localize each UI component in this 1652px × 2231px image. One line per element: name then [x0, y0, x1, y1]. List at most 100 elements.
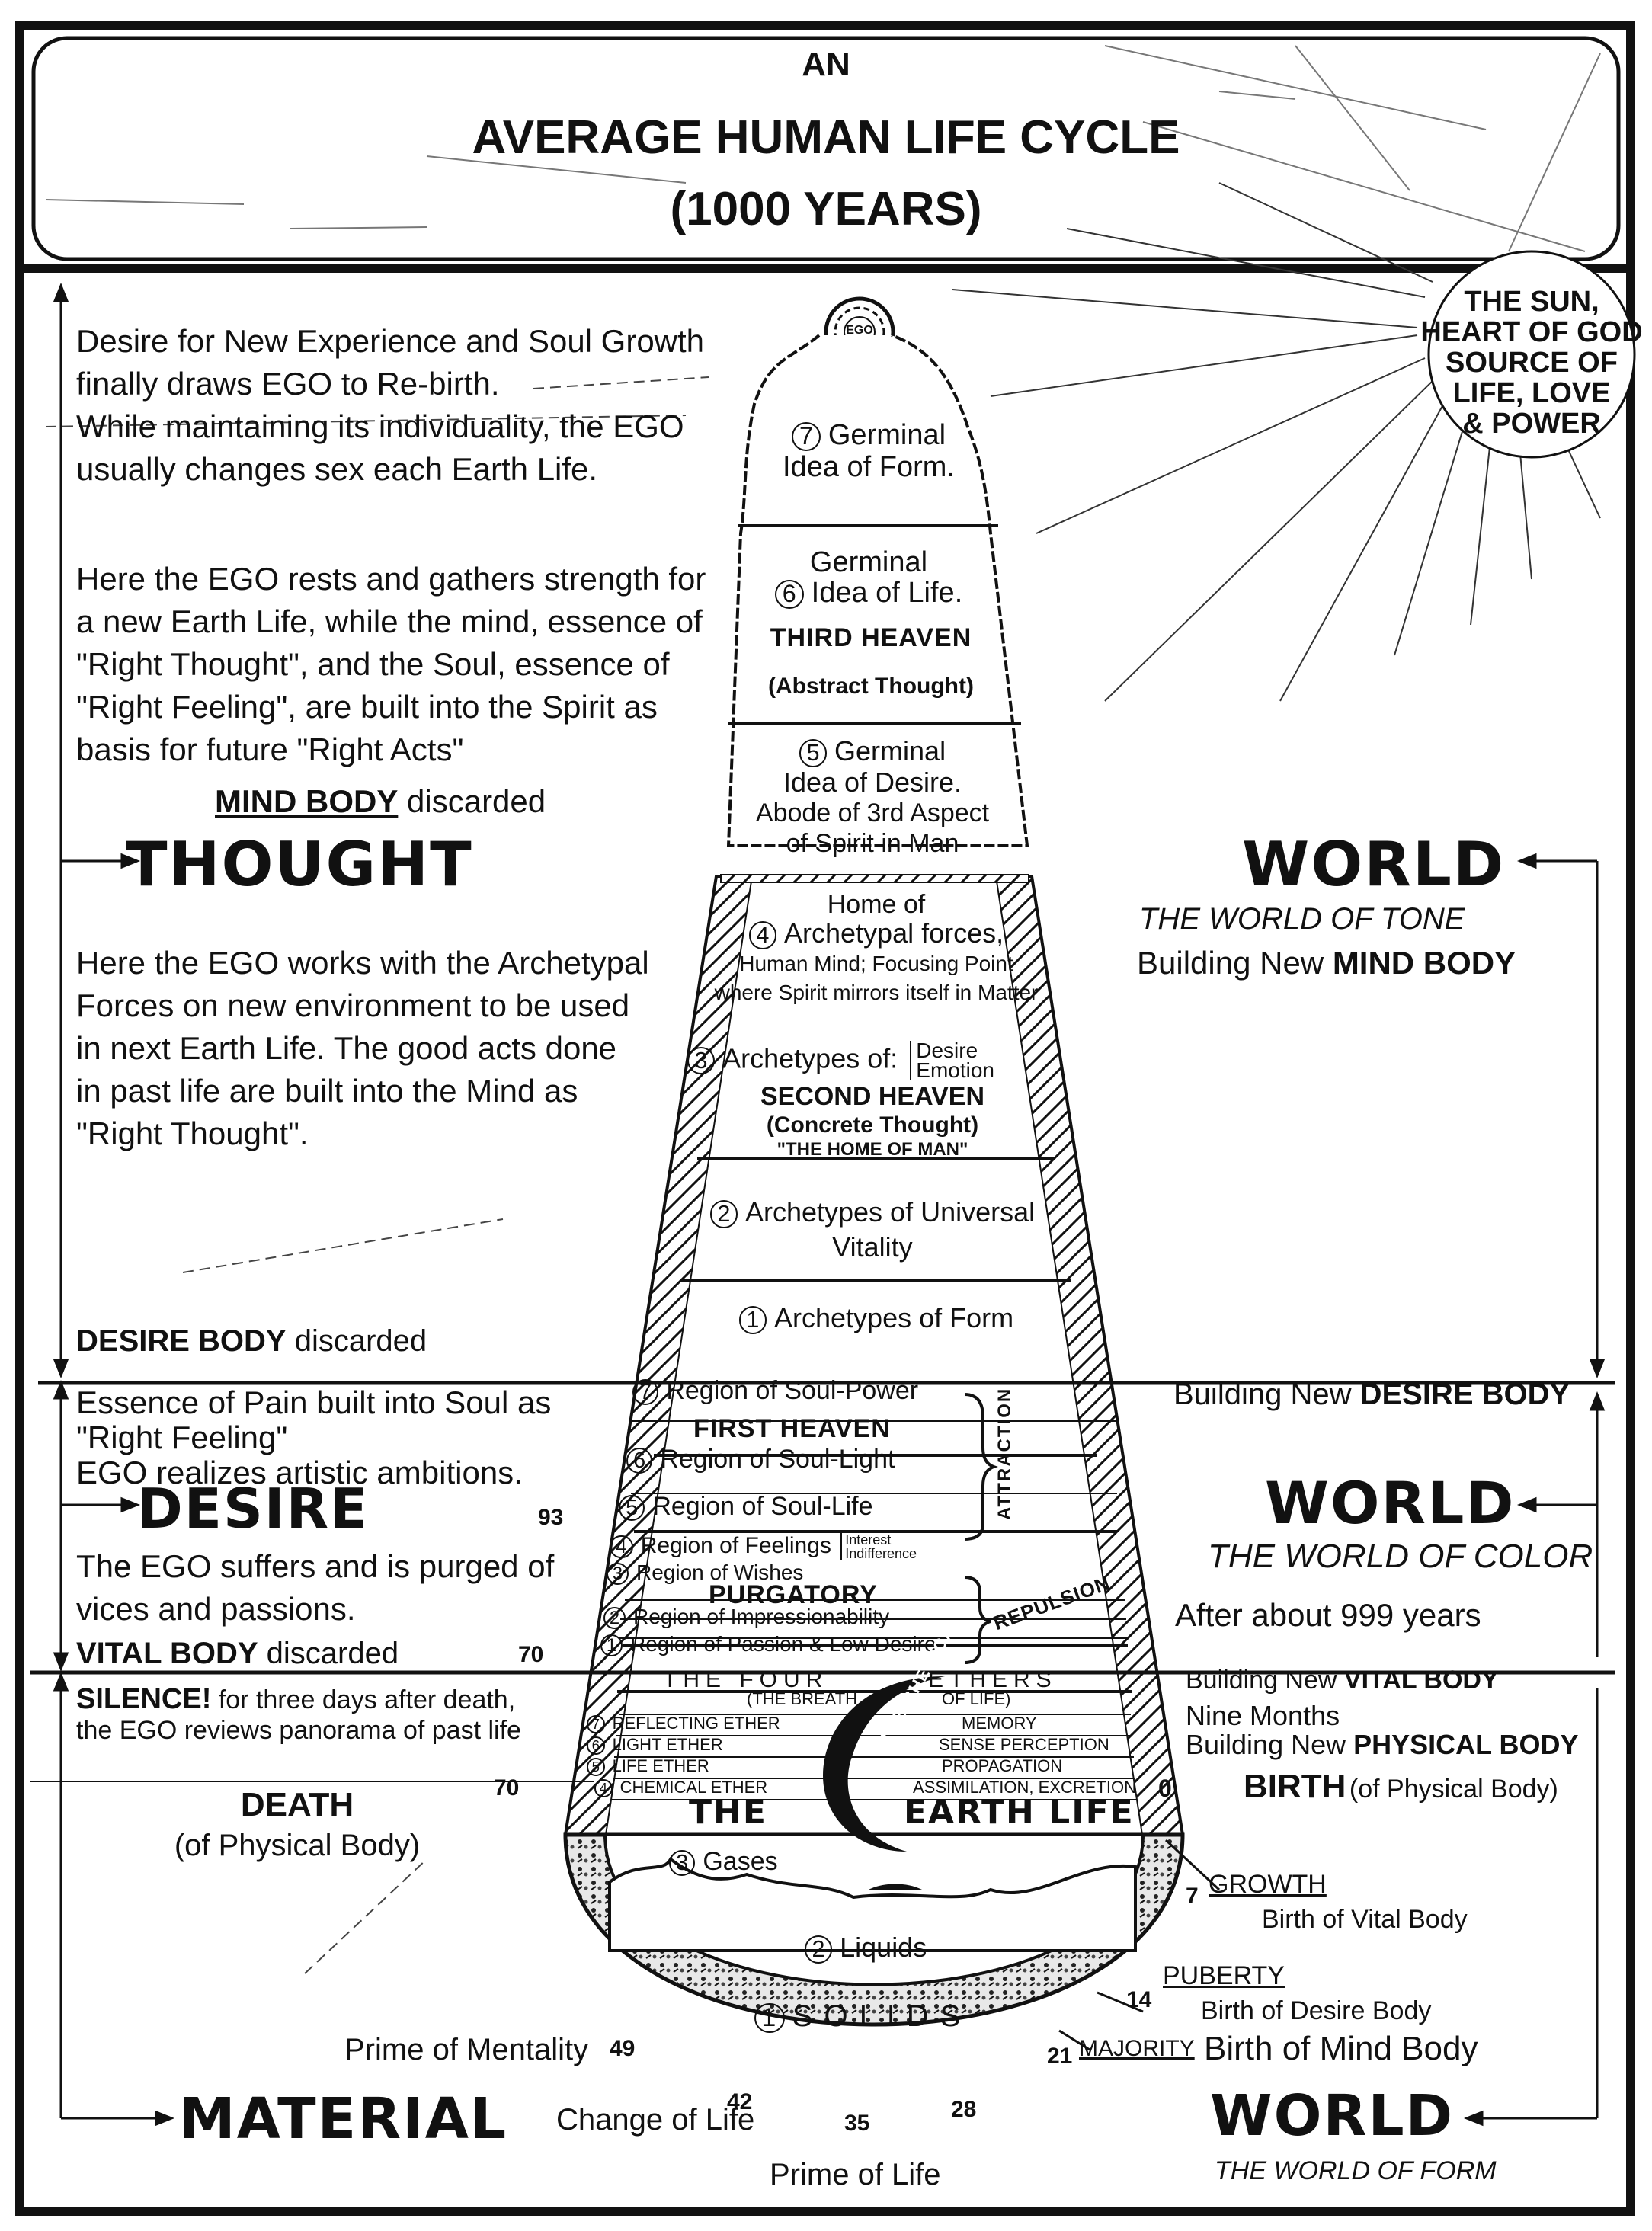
- text-line: Essence of Pain built into Soul as: [76, 1384, 552, 1420]
- title-line-1: AN: [802, 46, 850, 83]
- region-label: Region of Wishes: [636, 1560, 804, 1584]
- region-label: Region of Soul-Life: [652, 1492, 873, 1521]
- text-line: Forces on new environment to be used: [76, 987, 630, 1023]
- ethers-sub-right: OF LIFE): [942, 1689, 1011, 1708]
- change-of-life: Change of Life: [556, 2103, 755, 2137]
- region-label: Archetypal forces,: [784, 917, 1004, 949]
- element-number: 3: [669, 1849, 696, 1877]
- puberty-label: PUBERTY: [1163, 1961, 1285, 1990]
- region-number: 7: [791, 422, 821, 451]
- archetype-desire: Desire: [916, 1039, 978, 1062]
- age-70-death: 70: [494, 1775, 520, 1800]
- region-label: Home of: [827, 890, 926, 919]
- mind-body-label: MIND BODY: [1332, 945, 1516, 981]
- sun-icon: [952, 182, 1636, 702]
- death-sub: (of Physical Body): [174, 1829, 421, 1862]
- age-0: 0: [1158, 1775, 1172, 1802]
- region-label: Idea of Life.: [811, 577, 963, 609]
- world-dividers: [30, 1381, 1615, 1675]
- title-line-2: AVERAGE HUMAN LIFE CYCLE: [472, 111, 1180, 164]
- text-line: Here the EGO rests and gathers strength …: [76, 561, 706, 597]
- sub-band-lines: [611, 1420, 1137, 1800]
- building-vital-body: Building New VITAL BODY: [1186, 1666, 1499, 1695]
- feelings-indifference: Indifference: [845, 1546, 917, 1562]
- age-21: 21: [1047, 2044, 1073, 2069]
- world-of-tone: THE WORLD OF TONE: [1139, 902, 1465, 936]
- prime-of-life: Prime of Life: [770, 2158, 941, 2191]
- region-label: Region of Impressionability: [632, 1605, 890, 1628]
- mind-body-label: MIND BODY: [215, 783, 399, 819]
- region-number: 5: [619, 1494, 645, 1522]
- text-line: "Right Feeling", are built into the Spir…: [76, 689, 658, 725]
- text-line: in past life are built into the Mind as: [76, 1073, 578, 1109]
- title-underbar: [23, 264, 1628, 273]
- paragraph-rest: Here the EGO rests and gathers strength …: [76, 558, 706, 771]
- birth-sub: (of Physical Body): [1349, 1775, 1558, 1804]
- paragraph-suffers: The EGO suffers and is purged of vices a…: [76, 1545, 554, 1631]
- attraction-label: ATTRACTION: [994, 1387, 1015, 1520]
- after-999-years: After about 999 years: [1175, 1597, 1481, 1633]
- abstract-thought-label: (Abstract Thought): [768, 674, 974, 699]
- crescent-moon-icon: [823, 1676, 945, 1852]
- silence-line-2: the EGO reviews panorama of past life: [76, 1716, 521, 1745]
- ether-number: 7: [587, 1715, 605, 1733]
- region-label: Abode of 3rd Aspect: [755, 798, 990, 827]
- mind-body-discarded: MIND BODY discarded: [215, 783, 546, 819]
- desire-body-discarded: DESIRE BODY discarded: [76, 1324, 427, 1359]
- ether-label: REFLECTING ETHER: [612, 1714, 780, 1733]
- birth-mind-body: Birth of Mind Body: [1204, 2030, 1478, 2067]
- feelings-interest: Interest: [845, 1532, 892, 1548]
- element-label: Liquids: [840, 1932, 927, 1963]
- ether-7-right: MEMORY: [962, 1714, 1037, 1733]
- building-physical-body: Building New PHYSICAL BODY: [1186, 1729, 1579, 1760]
- age-7: 7: [1186, 1884, 1199, 1909]
- building-desire-body: Building New DESIRE BODY: [1173, 1378, 1570, 1412]
- element-number: 1: [754, 2002, 785, 2034]
- title-line-3: (1000 YEARS): [670, 183, 982, 235]
- silence-rest: for three days after death,: [218, 1685, 516, 1714]
- element-number: 2: [805, 1935, 833, 1964]
- ether-label: LIFE ETHER: [612, 1756, 709, 1775]
- vital-body-discarded: VITAL BODY discarded: [76, 1637, 399, 1671]
- region-number: 4: [610, 1535, 633, 1559]
- region-number: 1: [738, 1306, 767, 1334]
- ether-label: CHEMICAL ETHER: [620, 1778, 768, 1797]
- text-line: in next Earth Life. The good acts done: [76, 1030, 617, 1066]
- third-heaven-label: THIRD HEAVEN: [770, 623, 972, 652]
- age-ticks: [1058, 1839, 1221, 2051]
- world-of-color: THE WORLD OF COLOR: [1208, 1538, 1593, 1575]
- region-label: where Spirit mirrors itself in Matter: [714, 980, 1039, 1004]
- birth-vital-body: Birth of Vital Body: [1262, 1905, 1468, 1934]
- age-28: 28: [951, 2097, 977, 2122]
- vital-body-label: VITAL BODY: [1343, 1666, 1499, 1695]
- dashed-paths: [45, 376, 709, 1974]
- region-label: Region of Passion & Low Desire: [629, 1632, 936, 1656]
- ether-number: 6: [587, 1736, 605, 1755]
- text-line: While maintaining its individuality, the…: [76, 408, 684, 444]
- desire-body-label: DESIRE BODY: [76, 1324, 287, 1358]
- cone: [563, 334, 1185, 2027]
- element-label: S O L I D S: [792, 1999, 962, 2033]
- world-heading-thought: WORLD: [1242, 829, 1506, 900]
- region-number: 3: [607, 1563, 629, 1586]
- text-line: "Right Feeling": [76, 1420, 288, 1455]
- building-label: Building New: [1173, 1378, 1352, 1411]
- title-rays: [45, 45, 1601, 252]
- text-line: "Right Thought", and the Soul, essence o…: [76, 646, 670, 682]
- age-35: 35: [844, 2111, 870, 2136]
- second-heaven-label: SECOND HEAVEN: [760, 1082, 985, 1111]
- majority-label: MAJORITY: [1079, 2036, 1195, 2061]
- building-label: Building New: [1186, 1666, 1337, 1695]
- nine-months: Nine Months: [1186, 1700, 1340, 1731]
- region-label: Region of Feelings: [640, 1533, 831, 1558]
- world-heading-desire: WORLD: [1265, 1469, 1516, 1537]
- outer-border: [15, 21, 1635, 2216]
- text-line: a new Earth Life, while the mind, essenc…: [76, 603, 703, 639]
